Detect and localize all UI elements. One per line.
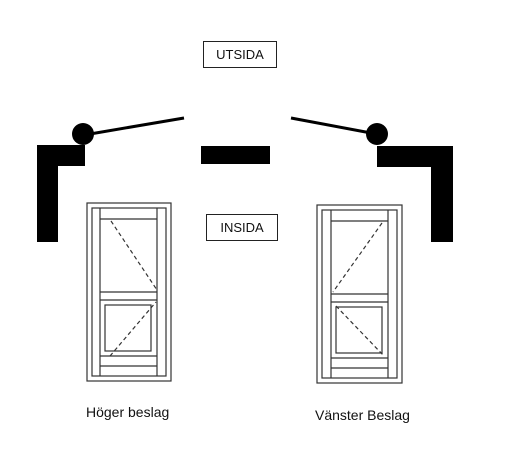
right-wall-frame [377, 146, 453, 242]
center-wall-block [201, 146, 270, 164]
left-hinge-knob [72, 123, 94, 145]
right-hinge-caption: Höger beslag [86, 404, 170, 420]
right-hinge-knob [366, 123, 388, 145]
door-right-hinged [86, 202, 172, 382]
left-hinge-caption: Vänster Beslag [315, 407, 410, 423]
left-wall-frame [37, 145, 85, 242]
door-left-hinged [316, 204, 403, 384]
right-door-leaf-line [290, 116, 372, 135]
outside-label: UTSIDA [203, 41, 277, 68]
inside-label: INSIDA [206, 214, 278, 241]
left-door-leaf-line [89, 116, 185, 136]
